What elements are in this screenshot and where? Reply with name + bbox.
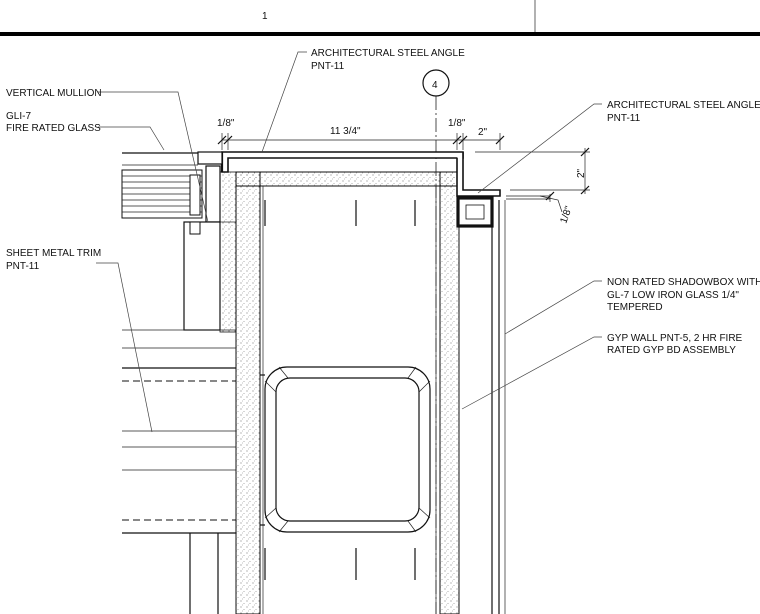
note-shadowbox-3: TEMPERED	[607, 302, 663, 313]
sheet-number: 1	[262, 11, 268, 22]
note-sheet-metal-trim-2: PNT-11	[6, 261, 40, 272]
note-steel-angle-right-1: ARCHITECTURAL STEEL ANGLE	[607, 100, 760, 111]
gyp-wall-assembly	[235, 171, 460, 614]
sheet-metal-trim	[122, 329, 236, 614]
dimension-lines: 1/8" 11 3/4" 1/8" 2" 2" 1/8"	[217, 118, 590, 225]
note-gyp-wall-1: GYP WALL PNT-5, 2 HR FIRE	[607, 333, 743, 344]
dim-span: 11 3/4"	[330, 126, 361, 137]
dim-gap-left: 1/8"	[217, 118, 235, 129]
title-block-strip: 1	[0, 0, 760, 36]
gyp-board-left	[235, 171, 261, 614]
dim-angle-leg-vertical: 2"	[576, 168, 587, 178]
note-fire-rated-glass: FIRE RATED GLASS	[6, 123, 101, 134]
note-shadowbox-1: NON RATED SHADOWBOX WITH	[607, 277, 760, 288]
dim-angle-gap: 1/8"	[558, 204, 574, 225]
note-steel-angle-top-2: PNT-11	[311, 61, 345, 72]
grid-bubble-label: 4	[432, 80, 438, 91]
notes: VERTICAL MULLION GLI-7 FIRE RATED GLASS …	[6, 48, 760, 356]
note-vertical-mullion: VERTICAL MULLION	[6, 88, 102, 99]
note-gli7-code: GLI-7	[6, 111, 31, 122]
note-shadowbox-2: GL-7 LOW IRON GLASS 1/4"	[607, 290, 739, 301]
gyp-board-top	[235, 171, 460, 187]
gyp-board-right	[439, 171, 460, 614]
note-sheet-metal-trim-1: SHEET METAL TRIM	[6, 248, 101, 259]
dim-angle-leg-horizontal: 2"	[478, 127, 488, 138]
note-leaders	[96, 51, 602, 433]
steel-angle-right	[456, 152, 501, 228]
shadowbox-glass	[491, 195, 550, 614]
note-steel-angle-top-1: ARCHITECTURAL STEEL ANGLE	[311, 48, 465, 59]
note-gyp-wall-2: RATED GYP BD ASSEMBLY	[607, 345, 736, 356]
note-steel-angle-right-2: PNT-11	[607, 113, 641, 124]
vertical-mullion	[121, 151, 237, 333]
dim-gap-right: 1/8"	[448, 118, 466, 129]
steel-tube-column	[260, 366, 431, 533]
